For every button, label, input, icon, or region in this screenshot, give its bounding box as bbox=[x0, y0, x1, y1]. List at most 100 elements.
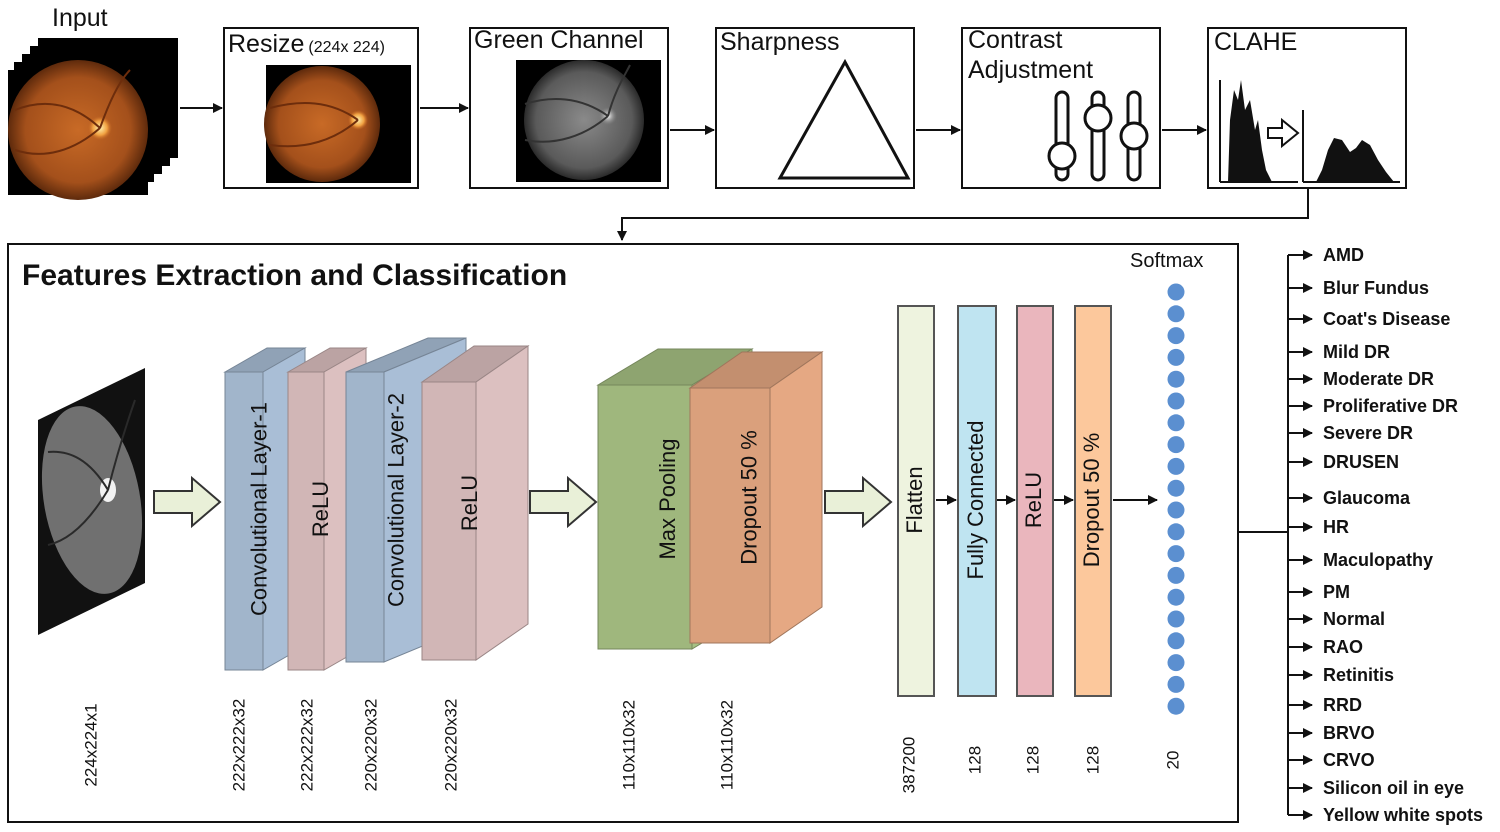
bar-relu: ReLU bbox=[1016, 305, 1054, 697]
output-class-item: Coat's Disease bbox=[1288, 309, 1450, 329]
green-channel-label: Green Channel bbox=[474, 26, 644, 54]
output-class-item: Severe DR bbox=[1288, 423, 1413, 443]
block-dropout: Dropout 50 % bbox=[688, 351, 824, 644]
network-title: Features Extraction and Classification bbox=[22, 259, 567, 292]
softmax-node bbox=[1167, 414, 1185, 432]
output-class-label: Normal bbox=[1323, 609, 1385, 629]
output-class-label: Retinitis bbox=[1323, 665, 1394, 685]
output-class-label: HR bbox=[1323, 517, 1349, 537]
output-class-item: Maculopathy bbox=[1288, 550, 1433, 570]
softmax-node bbox=[1167, 545, 1185, 563]
bar-fc: Fully Connected bbox=[957, 305, 997, 697]
sliders-icon bbox=[1047, 90, 1149, 182]
output-class-label: Blur Fundus bbox=[1323, 278, 1429, 298]
green-channel-image bbox=[524, 60, 644, 180]
dim-label-relu1: 222x222x32 bbox=[297, 699, 316, 792]
output-class-item: PM bbox=[1288, 582, 1350, 602]
output-class-label: Mild DR bbox=[1323, 342, 1390, 362]
input-label: Input bbox=[52, 4, 108, 32]
output-class-label: Coat's Disease bbox=[1323, 309, 1450, 329]
output-class-item: Moderate DR bbox=[1288, 369, 1434, 389]
dim-label-dropout: 110x110x32 bbox=[717, 700, 736, 790]
softmax-node bbox=[1167, 654, 1185, 672]
bar-flatten: Flatten bbox=[897, 305, 935, 697]
output-class-label: Silicon oil in eye bbox=[1323, 778, 1464, 798]
output-class-item: HR bbox=[1288, 517, 1349, 537]
dim-label-relu2: 220x220x32 bbox=[441, 699, 460, 792]
softmax-node bbox=[1167, 327, 1185, 345]
bar-label-fc: Fully Connected bbox=[963, 421, 988, 580]
block-label-relu1: ReLU bbox=[308, 481, 333, 537]
softmax-node bbox=[1167, 501, 1185, 519]
bar-label-dropout: Dropout 50 % bbox=[1079, 433, 1104, 568]
output-class-label: CRVO bbox=[1323, 750, 1375, 770]
dim-label-relu: 128 bbox=[1023, 746, 1042, 774]
output-class-label: AMD bbox=[1323, 245, 1364, 265]
output-class-label: Glaucoma bbox=[1323, 488, 1411, 508]
sharpness-label: Sharpness bbox=[720, 28, 840, 56]
hollow-arrows bbox=[153, 475, 893, 529]
dim-label-flatten: 387200 bbox=[899, 737, 918, 794]
softmax-label: Softmax bbox=[1130, 250, 1203, 272]
block-label-dropout: Dropout 50 % bbox=[737, 430, 762, 565]
dim-label-conv1: 222x222x32 bbox=[229, 699, 248, 792]
bar-label-relu: ReLU bbox=[1021, 472, 1046, 528]
output-class-item: Glaucoma bbox=[1288, 488, 1411, 508]
output-class-label: RAO bbox=[1323, 637, 1363, 657]
block-label-maxpool: Max Pooling bbox=[655, 438, 680, 559]
output-class-item: RAO bbox=[1288, 637, 1363, 657]
softmax-nodes bbox=[1167, 283, 1185, 715]
dim-label-fc: 128 bbox=[965, 746, 984, 774]
softmax-node bbox=[1167, 283, 1185, 301]
output-class-item: DRUSEN bbox=[1288, 452, 1399, 472]
output-class-label: PM bbox=[1323, 582, 1350, 602]
softmax-node bbox=[1167, 479, 1185, 497]
bar-label-flatten: Flatten bbox=[902, 466, 927, 533]
dim-label-maxpool: 110x110x32 bbox=[619, 700, 638, 790]
softmax-node bbox=[1167, 348, 1185, 366]
bar-dropout: Dropout 50 % bbox=[1074, 305, 1112, 697]
triangle-icon bbox=[777, 58, 911, 180]
softmax-node bbox=[1167, 588, 1185, 606]
contrast-label-line1: Contrast bbox=[968, 26, 1063, 54]
softmax-node bbox=[1167, 675, 1185, 693]
clahe-label: CLAHE bbox=[1214, 28, 1297, 56]
output-class-item: Silicon oil in eye bbox=[1288, 778, 1464, 798]
output-class-item: Normal bbox=[1288, 609, 1385, 629]
contrast-label-line2: Adjustment bbox=[968, 56, 1093, 84]
softmax-node bbox=[1167, 697, 1185, 715]
resize-label: Resize(224x 224) bbox=[228, 30, 385, 58]
softmax-node bbox=[1167, 632, 1185, 650]
input-stack bbox=[8, 38, 178, 200]
dim-label-softmax: 20 bbox=[1163, 751, 1182, 770]
softmax-node bbox=[1167, 523, 1185, 541]
softmax-node bbox=[1167, 610, 1185, 628]
output-class-label: DRUSEN bbox=[1323, 452, 1399, 472]
block-relu2: ReLU bbox=[420, 345, 530, 661]
output-class-label: Maculopathy bbox=[1323, 550, 1433, 570]
resized-fundus-image bbox=[264, 66, 380, 182]
output-class-item: Yellow white spots bbox=[1288, 805, 1483, 825]
sharpness-box bbox=[715, 27, 915, 189]
softmax-node bbox=[1167, 370, 1185, 388]
dim-label-dropout_bar: 128 bbox=[1083, 746, 1102, 774]
dim-label-input: 224x224x1 bbox=[81, 703, 100, 786]
histogram-icon bbox=[1219, 80, 1400, 183]
output-class-label: Yellow white spots bbox=[1323, 805, 1483, 825]
softmax-node bbox=[1167, 566, 1185, 584]
output-class-item: Blur Fundus bbox=[1288, 278, 1429, 298]
softmax-node bbox=[1167, 305, 1185, 323]
block-label-conv1: Convolutional Layer-1 bbox=[247, 402, 272, 616]
block-label-relu2: ReLU bbox=[457, 475, 482, 531]
input-fundus-image bbox=[8, 60, 148, 200]
dense-bars: Flatten Fully Connected ReLU Dropout 50 % bbox=[897, 305, 1112, 697]
output-class-item: AMD bbox=[1288, 245, 1364, 265]
output-class-item: Proliferative DR bbox=[1288, 396, 1458, 416]
output-class-item: Mild DR bbox=[1288, 342, 1390, 362]
output-class-label: Moderate DR bbox=[1323, 369, 1434, 389]
output-class-label: Proliferative DR bbox=[1323, 396, 1458, 416]
